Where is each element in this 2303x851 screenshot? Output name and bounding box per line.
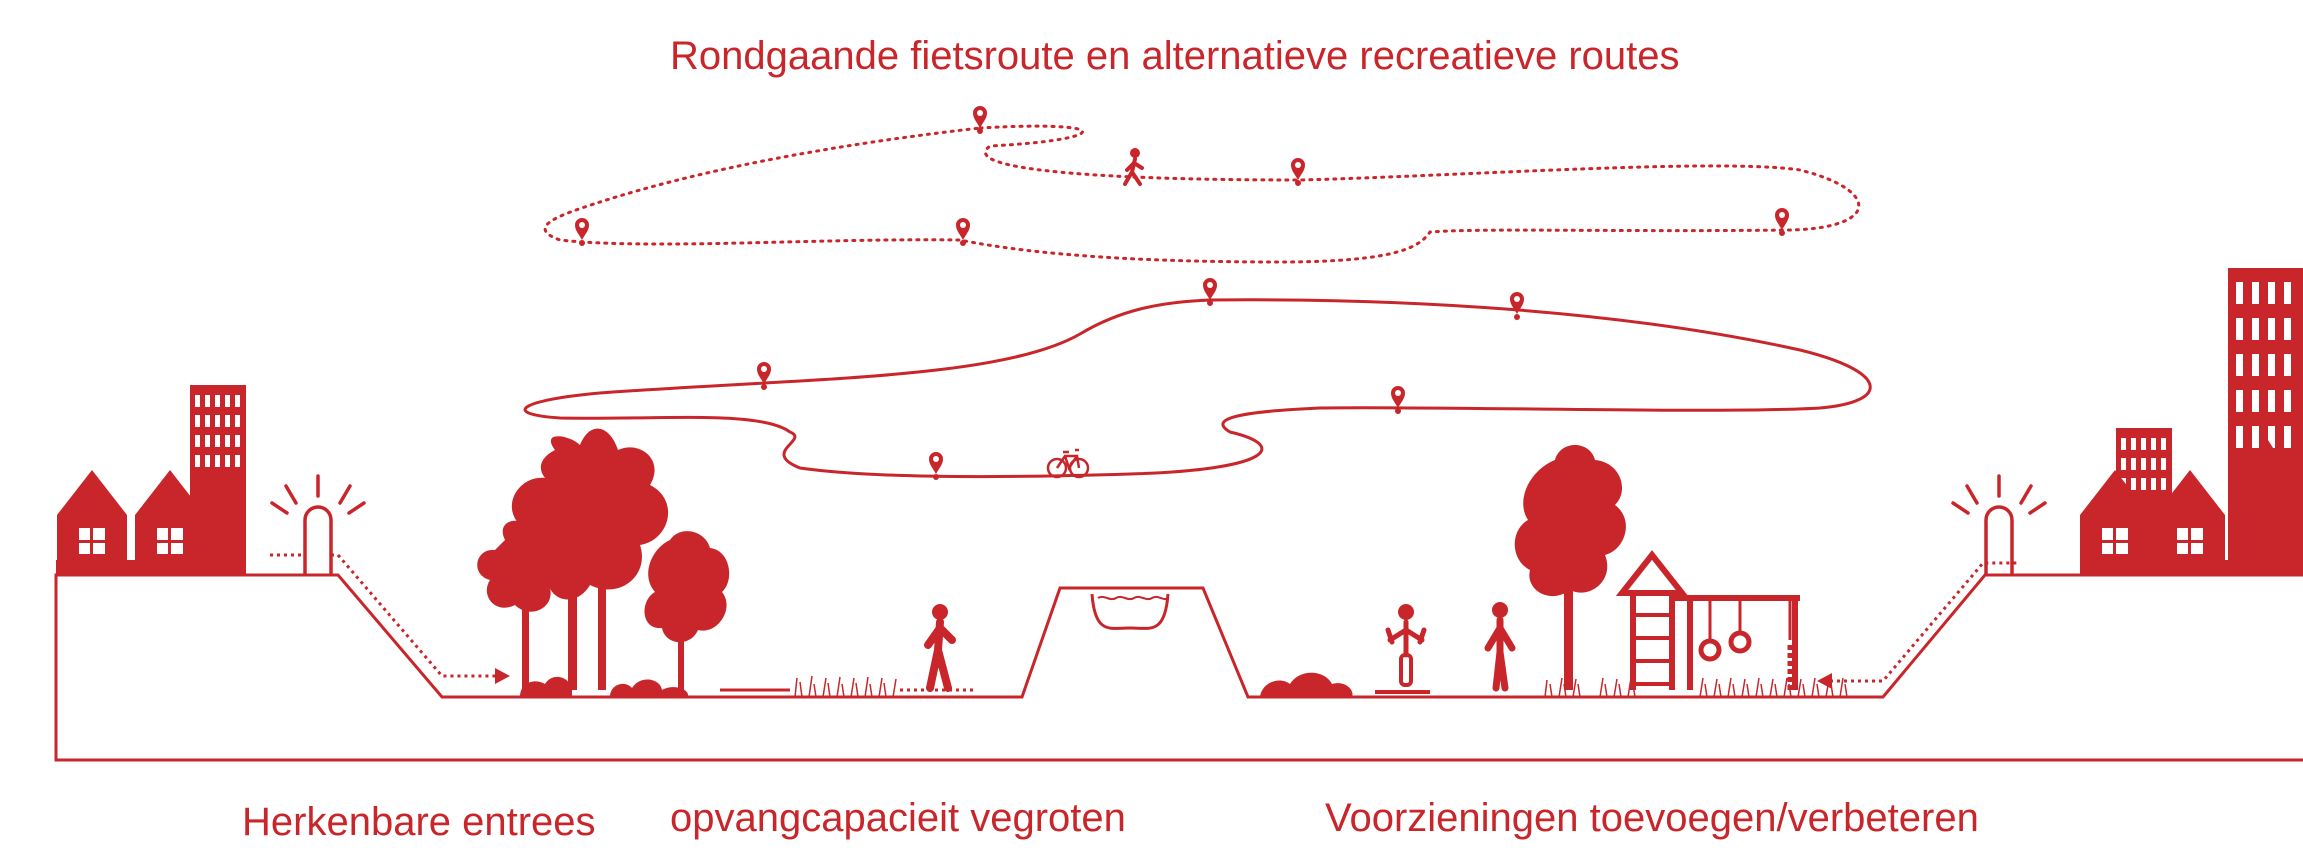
label-increase-capacity: opvangcapacieit vegroten <box>670 796 1126 840</box>
walking-person-icon <box>1123 148 1144 186</box>
cycle-route <box>523 298 1872 478</box>
arrow-head <box>495 668 510 684</box>
location-pin-icon <box>956 218 970 246</box>
water-basin-icon <box>1090 593 1170 630</box>
house-icon <box>2232 440 2303 575</box>
location-pin-icon <box>575 218 589 246</box>
location-pin-icon <box>1510 292 1524 320</box>
tree-icon <box>1514 445 1626 690</box>
grass-texture <box>794 675 897 698</box>
location-pin-icon <box>1391 386 1405 414</box>
person-icon <box>1484 602 1516 692</box>
entrance-arrow <box>1830 561 2020 683</box>
house-icon <box>57 470 127 575</box>
person-icon <box>924 604 956 692</box>
ground-section-outline <box>54 573 2303 762</box>
shrub-icon <box>610 679 689 697</box>
swing-set-icon <box>1672 595 1800 690</box>
apartment-building-icon <box>190 385 246 575</box>
bicycle-icon <box>1046 448 1090 479</box>
entrance-gate-icon <box>270 474 366 575</box>
label-add-improve-facilities: Voorzieningen toevoegen/verbeteren <box>1325 796 1979 840</box>
label-recognizable-entrances: Herkenbare entrees <box>242 800 596 844</box>
location-pin-icon <box>1291 158 1305 186</box>
diagram-title: Rondgaande fietsroute en alternatieve re… <box>670 34 1680 78</box>
entrance-arrow <box>270 553 497 678</box>
houses-base <box>2080 560 2303 575</box>
cyclist-icon <box>1385 604 1427 687</box>
tree-icon <box>644 531 730 690</box>
recreational-route-dotted <box>543 124 1861 264</box>
location-pin-icon <box>1203 278 1217 306</box>
entrance-gate-icon <box>1951 474 2047 575</box>
shrub-icon <box>1260 672 1353 697</box>
arrow-head <box>1817 673 1832 689</box>
playground-icon <box>1615 550 1689 690</box>
tree-icon <box>477 520 570 690</box>
location-pin-icon <box>757 362 771 390</box>
location-pin-icon <box>1775 208 1789 236</box>
grass-texture <box>1544 677 1848 698</box>
shrub-icon <box>520 676 572 697</box>
houses-base <box>56 560 246 575</box>
